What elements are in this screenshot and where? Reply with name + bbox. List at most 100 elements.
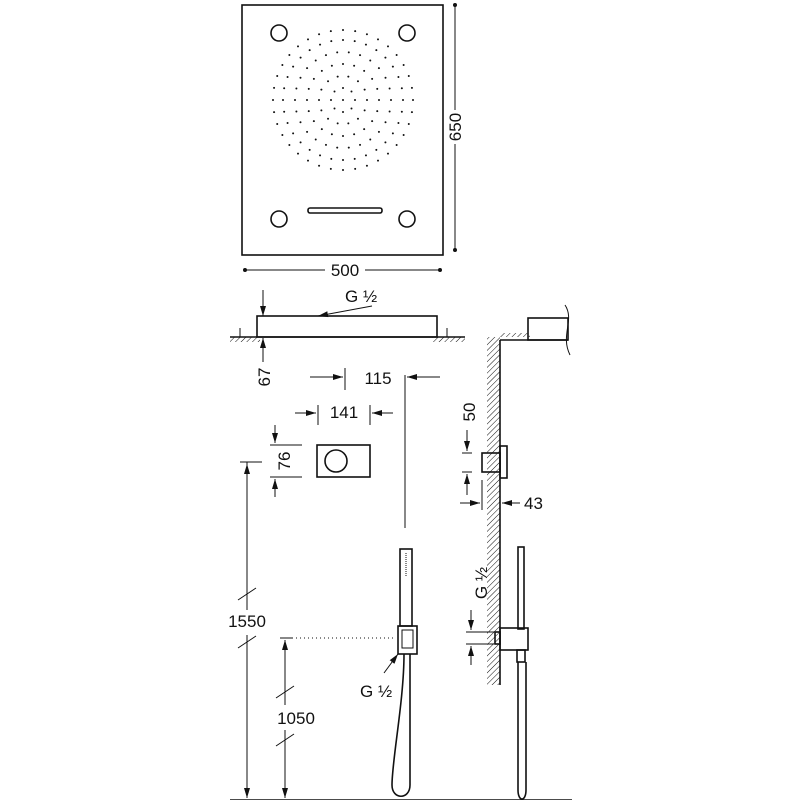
shower-panel-side-view: 67 G ½: [230, 287, 465, 386]
nozzle-dot: [307, 87, 310, 90]
nozzle-dot: [386, 152, 389, 155]
nozzle-dot: [306, 99, 308, 101]
nozzle-dot: [272, 99, 274, 101]
nozzle-dot: [342, 159, 344, 161]
nozzle-dot: [276, 122, 279, 125]
nozzle-dot: [320, 128, 323, 131]
dimension-1050: 1050: [275, 637, 395, 798]
nozzle-dot: [402, 134, 405, 136]
nozzle-dot: [314, 59, 317, 62]
nozzle-dot: [365, 164, 368, 167]
nozzle-dot: [330, 64, 333, 67]
nozzle-dot: [400, 110, 403, 113]
nozzle-dot: [292, 65, 295, 68]
dimension-label: 67: [255, 368, 274, 387]
nozzle-dot: [388, 87, 391, 90]
nozzle-dot: [281, 134, 284, 136]
led-light-icon: [398, 24, 416, 42]
nozzle-dot: [371, 120, 374, 123]
nozzle-dot: [324, 54, 327, 57]
nozzle-dot: [397, 76, 400, 79]
nozzle-dot: [314, 138, 317, 141]
nozzle-dot: [391, 132, 394, 135]
nozzle-dot: [318, 33, 321, 36]
nozzle-dot: [319, 43, 322, 46]
nozzle-dot: [282, 99, 284, 101]
nozzle-dot: [342, 99, 344, 101]
nozzle-dot: [350, 107, 353, 110]
nozzle-dot: [342, 169, 344, 171]
nozzle-dot: [281, 64, 284, 66]
nozzle-dot: [286, 76, 289, 79]
nozzle-dot: [377, 159, 379, 162]
nozzle-dot: [306, 130, 309, 133]
nozzle-dot: [350, 90, 353, 93]
nozzle-dot: [377, 67, 380, 70]
nozzle-dot: [333, 90, 336, 93]
nozzle-dot: [384, 141, 387, 144]
nozzle-dot: [375, 148, 378, 151]
nozzle-dot: [386, 45, 389, 48]
nozzle-dot: [329, 167, 332, 170]
nozzle-dot: [377, 130, 380, 133]
nozzle-dot: [400, 87, 403, 90]
nozzle-dot: [319, 154, 322, 157]
nozzle-dot: [297, 152, 300, 155]
led-light-icon: [270, 24, 288, 42]
nozzle-dot: [391, 65, 394, 68]
nozzle-dot: [297, 45, 300, 48]
nozzle-dot: [395, 54, 398, 57]
dimension-76: 76: [270, 425, 302, 497]
nozzle-dot: [307, 110, 310, 113]
nozzle-dot: [384, 76, 387, 79]
nozzle-dot: [330, 99, 332, 101]
dimension-panel-height: 650: [446, 3, 465, 252]
nozzle-dot: [320, 69, 323, 72]
nozzle-dot: [327, 117, 330, 120]
nozzle-dot: [299, 56, 302, 59]
nozzle-dot: [359, 54, 362, 57]
nozzle-dot: [407, 122, 410, 125]
nozzle-dot: [295, 87, 298, 90]
nozzle-dot: [359, 143, 362, 146]
nozzle-dot: [307, 38, 309, 41]
nozzle-dot: [299, 76, 302, 79]
nozzle-dot: [363, 69, 366, 72]
nozzle-dot: [342, 29, 344, 31]
dimension-115: 115: [310, 368, 440, 528]
nozzle-dot: [353, 64, 356, 67]
nozzle-field: [272, 29, 414, 171]
nozzle-dot: [364, 154, 367, 157]
nozzle-dot: [347, 146, 350, 149]
nozzle-dot: [365, 33, 368, 36]
nozzle-dot: [342, 135, 344, 137]
nozzle-dot: [347, 122, 350, 125]
thermostatic-control: [316, 444, 371, 478]
nozzle-dot: [371, 77, 374, 80]
nozzle-dot: [320, 88, 323, 91]
nozzle-dot: [333, 107, 336, 110]
nozzle-dot: [347, 51, 350, 54]
dimension-label: 1050: [277, 709, 315, 728]
nozzle-dot: [354, 30, 357, 33]
dimension-141: 141: [295, 403, 393, 425]
nozzle-dot: [356, 80, 359, 83]
nozzle-dot: [369, 59, 372, 62]
dimension-label: 500: [331, 261, 359, 280]
nozzle-dot: [318, 164, 321, 167]
nozzle-dot: [276, 75, 279, 78]
nozzle-dot: [354, 167, 357, 170]
nozzle-dot: [410, 86, 413, 89]
wall-section: [487, 304, 571, 685]
hand-shower-side: G ½: [466, 546, 529, 800]
nozzle-dot: [363, 109, 366, 112]
led-light-icon: [270, 210, 288, 228]
nozzle-dot: [288, 143, 291, 146]
wall-outlet-side: 50 43: [460, 403, 543, 513]
nozzle-dot: [366, 99, 368, 101]
nozzle-dot: [378, 99, 380, 101]
nozzle-dot: [320, 109, 323, 112]
nozzle-dot: [376, 87, 379, 90]
dimension-1550: 1550: [228, 461, 266, 798]
